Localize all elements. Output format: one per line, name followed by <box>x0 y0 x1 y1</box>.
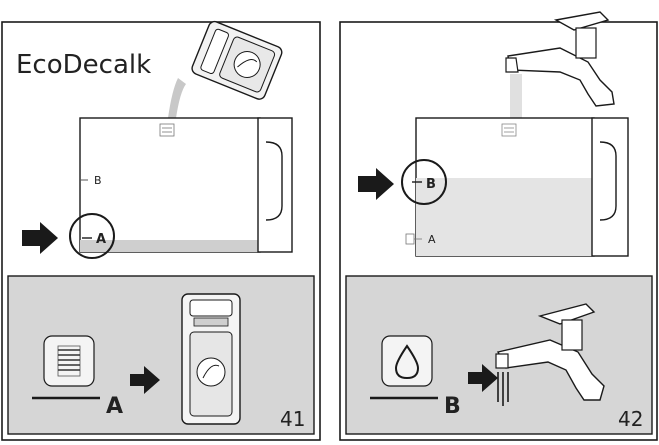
mark-b-label: B <box>94 174 102 187</box>
panel-right: B A B 42 <box>339 11 658 441</box>
mark-a-label: A <box>428 233 436 246</box>
mark-b-label: B <box>426 177 436 192</box>
faucet-icon <box>495 303 605 406</box>
arrow-right-icon <box>358 168 394 200</box>
liquid-level-b <box>416 178 594 256</box>
liquid-level-a <box>80 240 260 252</box>
page-number-41: 41 <box>280 407 305 431</box>
highlight-circle-a <box>69 213 115 259</box>
highlight-circle-b <box>401 159 447 205</box>
tank-handle <box>265 141 283 221</box>
mark-a-label: A <box>96 232 106 247</box>
descaler-sachet-icon <box>181 293 241 425</box>
arrow-right-icon <box>468 364 498 392</box>
panel-left: EcoDecalk B A <box>1 20 321 441</box>
faucet-icon <box>505 11 615 107</box>
descaler-sachet-icon <box>191 20 283 100</box>
page-number-42: 42 <box>618 407 643 431</box>
brand-title: EcoDecalk <box>16 50 151 80</box>
step-label-a: A <box>106 394 123 419</box>
arrow-right-icon <box>22 222 58 254</box>
tank-handle <box>599 141 617 221</box>
water-tank <box>79 117 293 253</box>
step-label-b: B <box>444 394 461 419</box>
water-drop-icon <box>381 335 433 387</box>
arrow-right-icon <box>130 366 160 394</box>
descale-symbol-icon <box>43 335 95 387</box>
water-tank <box>415 117 629 257</box>
